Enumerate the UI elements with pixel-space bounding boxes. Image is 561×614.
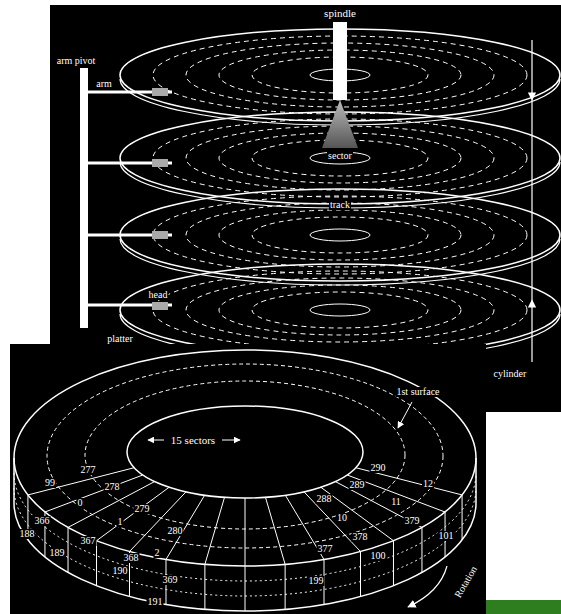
part-label: cylinder [493, 369, 528, 379]
rotation-arrow [408, 566, 447, 607]
sector-number: 369 [162, 575, 179, 585]
sector-wedge [322, 100, 358, 148]
sector-line [68, 482, 155, 573]
cylinder-indicator [531, 40, 532, 362]
part-label: arm pivot [56, 56, 97, 66]
sector-number: 288 [316, 494, 333, 504]
sector-number: 377 [317, 544, 334, 554]
sector-number: 12 [422, 479, 434, 489]
sector-number: 277 [80, 465, 97, 475]
surface-label: 1st surface [395, 387, 440, 397]
sector-number: 189 [49, 548, 66, 558]
corner-bar [486, 600, 561, 614]
sector-line [356, 468, 462, 540]
sector-number: 11 [390, 497, 402, 507]
sector-number: 289 [349, 480, 366, 490]
spindle-shaft [333, 22, 347, 100]
surface-disk [14, 350, 476, 611]
sector-number: 290 [370, 463, 387, 473]
platter-disk [120, 189, 560, 285]
sector-line [245, 498, 246, 611]
sector-count: 15 sectors [170, 435, 216, 446]
sector-number: 2 [154, 548, 161, 558]
sector-line [97, 487, 170, 585]
part-label: spindle [323, 8, 357, 19]
sector-number: 10 [336, 513, 348, 523]
leader-line [398, 402, 412, 428]
sector-line [265, 497, 285, 609]
arms [88, 92, 172, 305]
rotation-label: Rotation [453, 564, 480, 601]
sector-number: 0 [77, 498, 84, 508]
part-label: arm [95, 79, 113, 89]
sector-line [335, 482, 422, 573]
part-label: track [329, 200, 351, 210]
sector-number: 279 [134, 504, 151, 514]
sector-line [166, 495, 205, 604]
sector-line [304, 492, 361, 597]
sector-number: 278 [104, 482, 121, 492]
sector-line [347, 475, 445, 557]
sector-line [205, 497, 225, 609]
arm-pivot-bar [80, 68, 88, 328]
sector-number: 280 [167, 526, 184, 536]
sector-number: 1 [117, 517, 124, 527]
sector-number: 100 [370, 551, 387, 561]
sector-number: 366 [34, 516, 51, 526]
sector-number: 378 [352, 532, 369, 542]
sector-number: 199 [308, 576, 325, 586]
sector-number: 367 [80, 536, 97, 546]
sector-line [28, 468, 134, 540]
sector-number: 368 [123, 553, 140, 563]
sector-number: 99 [44, 478, 56, 488]
sector-line [130, 492, 187, 597]
sector-number: 101 [438, 531, 455, 541]
heads [152, 88, 168, 310]
part-label: head [148, 290, 169, 300]
part-label: sector [327, 151, 353, 161]
sector-number: 188 [19, 529, 36, 539]
bottom-ground [10, 344, 486, 614]
part-label: platter [106, 334, 134, 344]
sector-number: 379 [404, 516, 421, 526]
sector-number: 191 [147, 597, 164, 607]
sector-number: 190 [112, 566, 129, 576]
